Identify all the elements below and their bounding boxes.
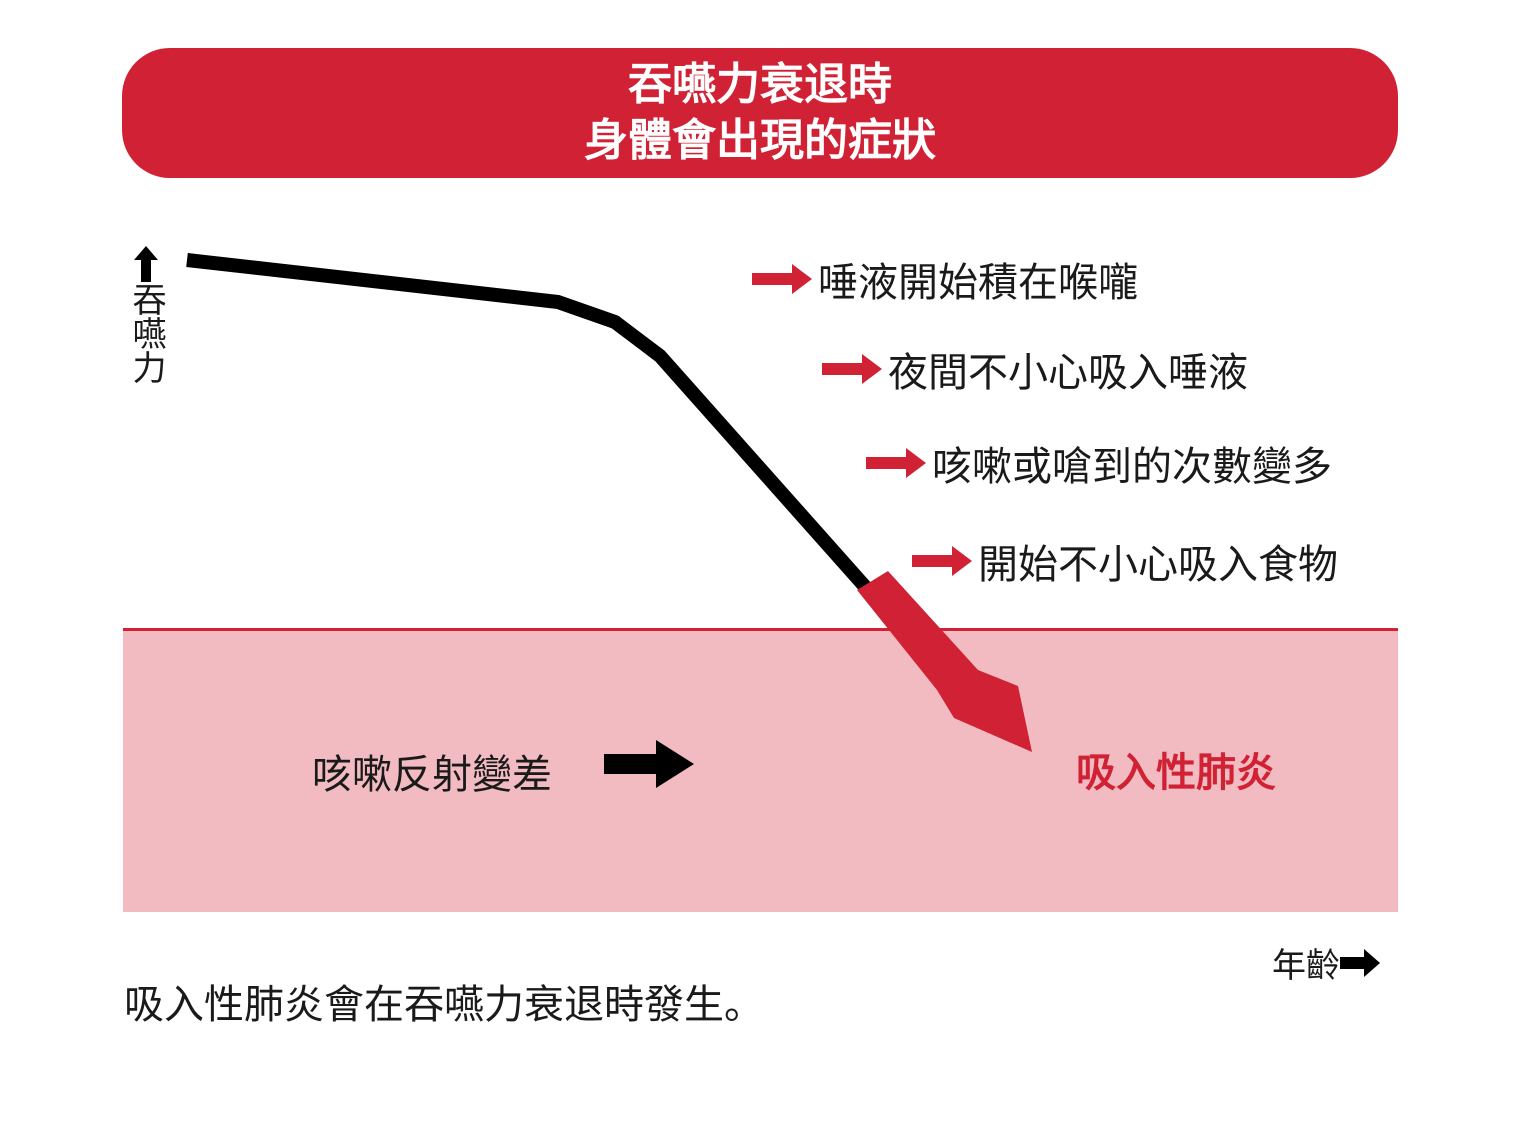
- y-axis-label: 吞嚥力: [126, 282, 166, 384]
- red-right-arrow-icon: [866, 448, 926, 478]
- title-banner: 吞嚥力衰退時 身體會出現的症狀: [122, 48, 1398, 178]
- symptom-label: 咳嗽或嗆到的次數變多: [932, 444, 1332, 490]
- symptom-item: 咳嗽或嗆到的次數變多: [866, 434, 1332, 492]
- title-line-1: 吞嚥力衰退時: [628, 59, 892, 110]
- symptom-item: 唾液開始積在喉嚨: [752, 250, 1138, 308]
- red-right-arrow-icon: [822, 354, 882, 384]
- symptom-item: 夜間不小心吸入唾液: [822, 340, 1248, 398]
- up-arrow-icon: [134, 246, 158, 282]
- right-arrow-icon: [1340, 948, 1380, 977]
- aspiration-risk-zone: [123, 630, 1398, 912]
- x-axis-label: 年齡: [1272, 946, 1340, 986]
- symptom-label: 唾液開始積在喉嚨: [818, 260, 1138, 306]
- swallowing-decline-curve: [186, 253, 874, 595]
- aspiration-pneumonia-label: 吸入性肺炎: [1076, 750, 1276, 796]
- red-right-arrow-icon: [912, 546, 972, 576]
- symptom-label: 夜間不小心吸入唾液: [888, 350, 1248, 396]
- symptom-label: 開始不小心吸入食物: [978, 542, 1338, 588]
- symptom-item: 開始不小心吸入食物: [912, 532, 1338, 590]
- cough-reflex-label: 咳嗽反射變差: [312, 752, 552, 798]
- risk-threshold-line: [123, 628, 1398, 631]
- y-axis: 吞嚥力: [126, 246, 166, 384]
- title-line-2: 身體會出現的症狀: [584, 115, 936, 166]
- black-right-arrow-icon: [604, 740, 694, 788]
- red-right-arrow-icon: [752, 264, 812, 294]
- x-axis: 年齡: [1272, 938, 1380, 987]
- caption: 吸入性肺炎會在吞嚥力衰退時發生。: [124, 982, 764, 1028]
